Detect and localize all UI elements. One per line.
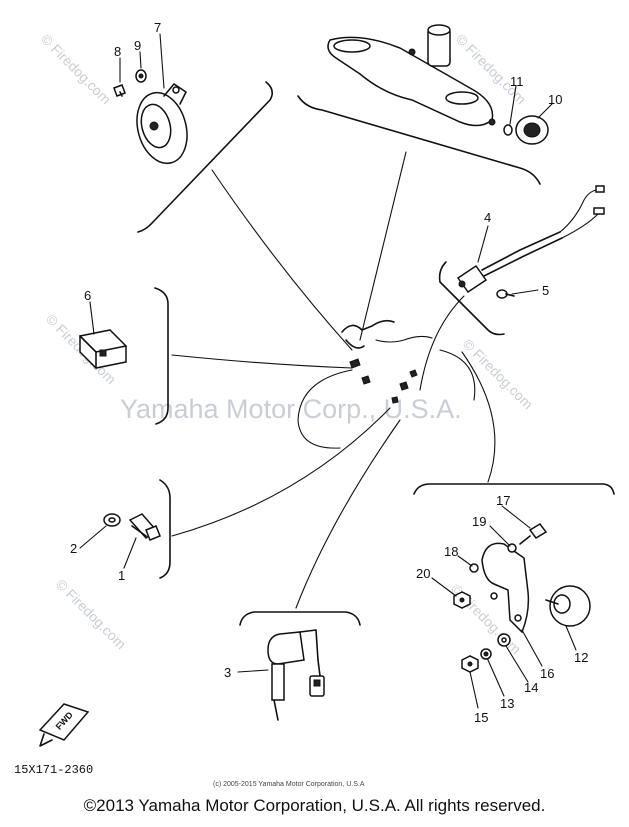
screw-part-5[interactable] — [496, 289, 515, 299]
callout-17: 17 — [496, 493, 510, 508]
washer-part-11[interactable] — [503, 124, 513, 136]
washer-part-14[interactable] — [497, 633, 511, 647]
diagram-code: 15X171-2360 — [14, 763, 93, 777]
callout-10: 10 — [548, 92, 562, 107]
sensor-lead-part-4[interactable] — [456, 185, 605, 294]
fwd-arrow-icon: FWD — [38, 703, 90, 747]
callout-6: 6 — [84, 288, 91, 303]
callout-15: 15 — [474, 710, 488, 725]
callout-4: 4 — [484, 210, 491, 225]
washer-part-13[interactable] — [480, 648, 492, 660]
callout-20: 20 — [416, 566, 430, 581]
callout-13: 13 — [500, 696, 514, 711]
bracket-part-16[interactable] — [481, 542, 530, 634]
callout-5: 5 — [542, 283, 549, 298]
side-watermark-bottom-left: © Firedog.com — [53, 576, 129, 652]
side-watermark-top-left: © Firedog.com — [38, 31, 114, 107]
small-copyright: (c) 2005-2015 Yamaha Motor Corporation, … — [213, 781, 365, 788]
switch-part-1[interactable] — [128, 513, 161, 541]
plug-cap-part-3[interactable] — [267, 629, 325, 721]
nut-part-20[interactable] — [453, 591, 471, 609]
callout-11: 11 — [510, 74, 524, 89]
callout-12: 12 — [574, 650, 588, 665]
group-brackets — [137, 81, 615, 626]
leader-wires — [171, 151, 496, 609]
copyright-footer: ©2013 Yamaha Motor Corporation, U.S.A. A… — [83, 796, 546, 815]
callout-3: 3 — [224, 665, 231, 680]
wire-harness — [341, 319, 433, 404]
callout-1: 1 — [118, 568, 125, 583]
callout-9: 9 — [134, 38, 141, 53]
washer-part-9[interactable] — [135, 69, 147, 83]
indicator-lamp-part-10[interactable] — [515, 115, 549, 145]
callout-2: 2 — [70, 541, 77, 556]
callout-numbers: 1 2 3 4 5 6 7 8 9 10 11 12 13 14 15 16 1… — [70, 20, 588, 725]
relay-part-6[interactable] — [79, 329, 127, 369]
horn-part[interactable] — [130, 83, 195, 169]
callout-8: 8 — [114, 44, 121, 59]
callout-7: 7 — [154, 20, 161, 35]
callout-19: 19 — [472, 514, 486, 529]
bolt-part-17[interactable] — [519, 523, 548, 545]
callout-14: 14 — [524, 680, 538, 695]
bolt-part-8[interactable] — [113, 84, 126, 97]
center-watermark: Yamaha Motor Corp., U.S.A. — [120, 394, 462, 424]
callout-16: 16 — [540, 666, 554, 681]
nut-part-15[interactable] — [461, 655, 479, 673]
handle-crown-part[interactable] — [327, 24, 496, 127]
lamp-part-12[interactable] — [545, 585, 591, 627]
callout-leaders — [79, 33, 577, 709]
gasket-part-2[interactable] — [103, 513, 121, 527]
callout-18: 18 — [444, 544, 458, 559]
